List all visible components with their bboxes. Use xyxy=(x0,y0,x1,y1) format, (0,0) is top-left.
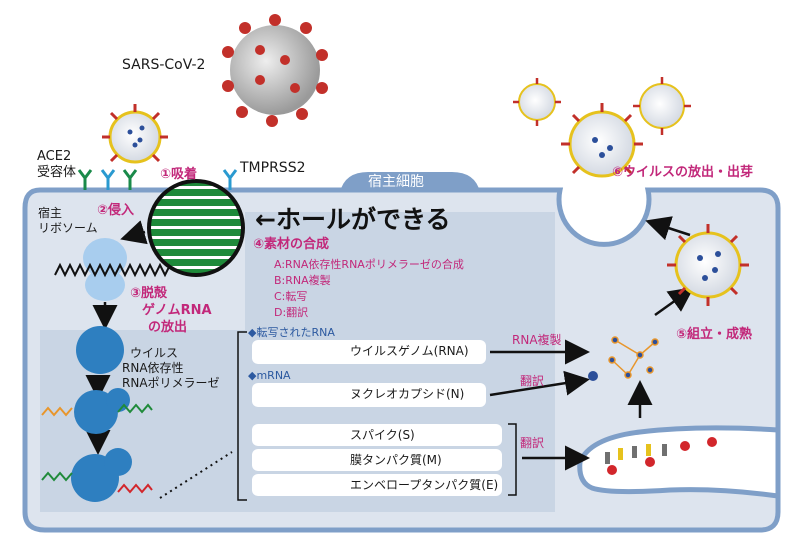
host-cell-tab xyxy=(340,172,480,192)
genome-rna-box xyxy=(252,340,486,364)
transcribed-rna-heading: ◆転写されたRNA xyxy=(248,326,335,339)
nucleocapsid-box xyxy=(252,383,486,407)
membrane-hole xyxy=(147,179,245,277)
spike-box xyxy=(252,424,502,446)
step-entry: ②侵入 xyxy=(97,203,135,218)
nucleocapsid-label: ヌクレオカプシド(N) xyxy=(350,387,465,401)
genome-rna-label: ウイルスゲノム(RNA) xyxy=(350,344,469,358)
n-protein-dot xyxy=(588,371,598,381)
envelope-protein-box xyxy=(252,474,502,496)
translation-arrow-label-1: 翻訳 xyxy=(520,374,545,388)
step-adsorption: ①吸着 xyxy=(160,167,198,182)
mrna-heading: ◆mRNA xyxy=(248,369,291,382)
translation-bracket xyxy=(508,423,517,496)
er-spike-proteins xyxy=(605,437,717,475)
replication-arrow-label: RNA複製 xyxy=(512,333,562,347)
virus-name-label: SARS-CoV-2 xyxy=(122,57,206,73)
ribosome-label-1: 宿主 xyxy=(38,206,63,220)
ace2-label: ACE2 xyxy=(37,149,72,164)
sars-cov-2-virion xyxy=(222,14,328,127)
membrane-protein-box xyxy=(252,449,502,471)
step-assembly: ⑤組立・成熟 xyxy=(676,327,753,342)
receptor-label: 受容体 xyxy=(37,165,77,180)
translation-arrow-label-2: 翻訳 xyxy=(520,436,545,450)
polymerase-label-3: RNAポリメラーゼ xyxy=(122,376,220,390)
ribosome xyxy=(83,238,127,301)
host-cell-label: 宿主細胞 xyxy=(368,174,424,190)
assembled-virus xyxy=(667,224,749,306)
synthesis-item-d: D:翻訳 xyxy=(274,306,309,319)
rna-bracket xyxy=(237,331,247,501)
polymerase-proteins xyxy=(71,326,132,502)
er-membrane xyxy=(577,425,781,499)
tmprss2-label: TMPRSS2 xyxy=(240,160,306,176)
spike-label: スパイク(S) xyxy=(350,428,415,442)
envelope-protein-label: エンベロープタンパク質(E) xyxy=(350,478,499,492)
entering-virus xyxy=(102,104,168,164)
polymerase-label-1: ウイルス xyxy=(130,346,179,360)
ribosome-label-2: リボソーム xyxy=(38,221,98,235)
step-uncoating-1: ③脱殻 xyxy=(130,286,168,301)
nucleocapsid-assembly xyxy=(608,336,659,379)
step-uncoating-3: の放出 xyxy=(148,320,188,335)
synthesis-item-c: C:転写 xyxy=(274,290,308,303)
step-synthesis: ④素材の合成 xyxy=(253,237,330,252)
hole-note: ←ホールができる xyxy=(255,205,451,234)
step-release: ⑥ウイルスの放出・出芽 xyxy=(612,165,754,180)
budding-virus xyxy=(561,103,643,178)
dotted-connector xyxy=(159,451,233,499)
synthesis-item-a: A:RNA依存性RNAポリメラーゼの合成 xyxy=(274,258,464,271)
step-uncoating-2: ゲノムRNA xyxy=(142,303,212,318)
polymerase-label-2: RNA依存性 xyxy=(122,361,184,375)
genome-rna-strand xyxy=(54,262,171,278)
synthesis-item-b: B:RNA複製 xyxy=(274,274,331,287)
ace2-receptors xyxy=(77,169,238,190)
membrane-protein-label: 膜タンパク質(M) xyxy=(350,453,442,467)
released-viruses xyxy=(513,77,691,135)
